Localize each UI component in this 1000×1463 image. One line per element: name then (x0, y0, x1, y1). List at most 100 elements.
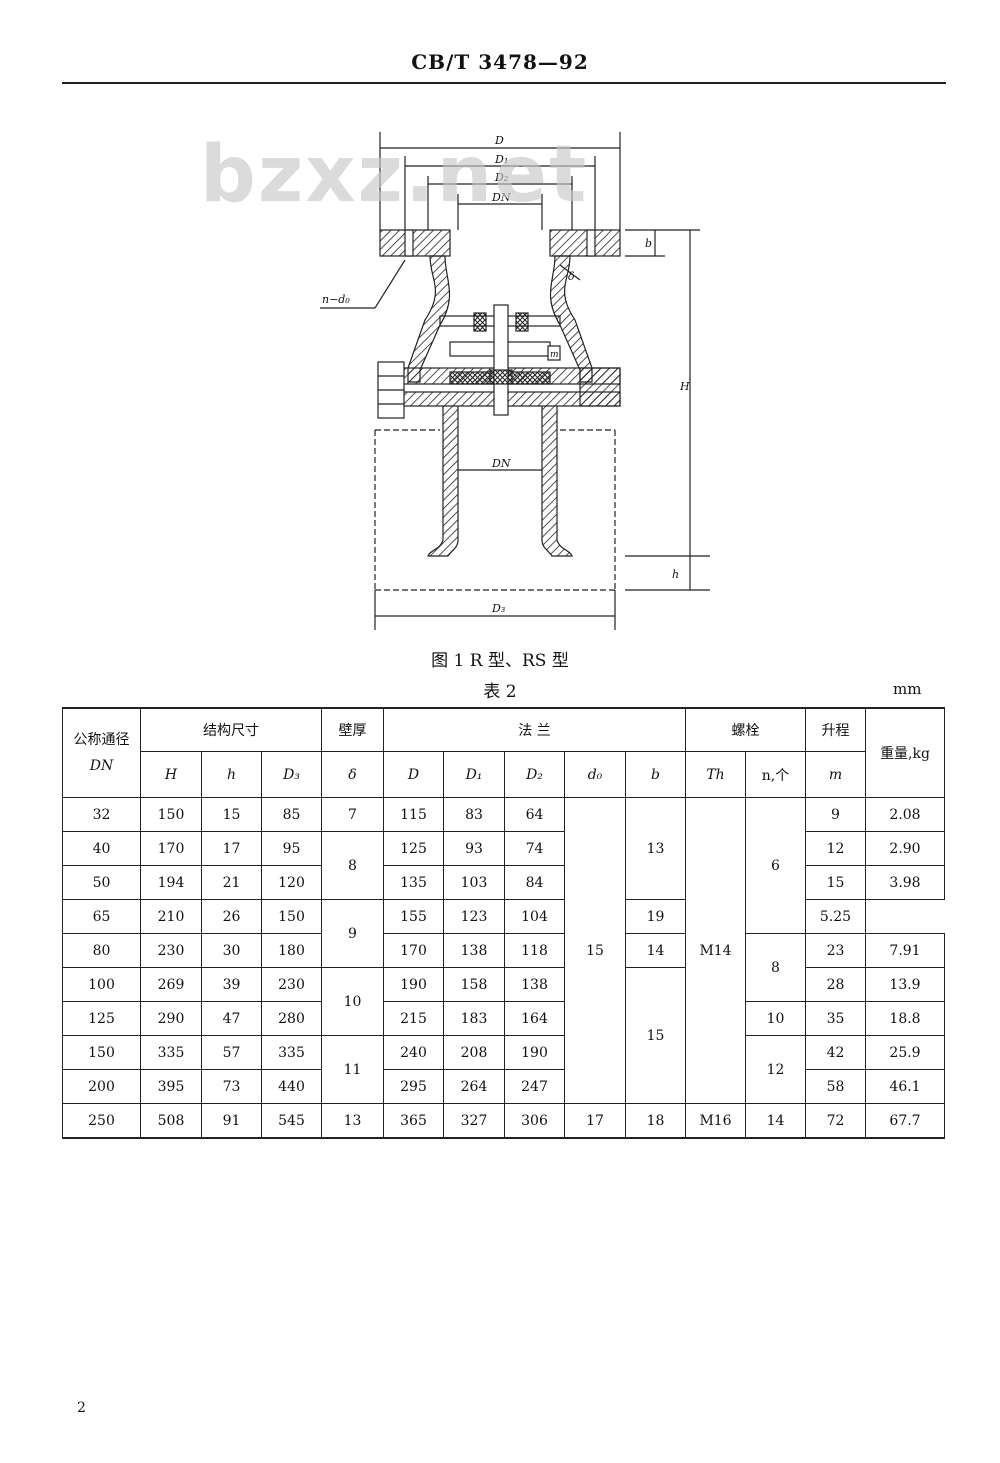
cell-D: 170 (383, 933, 444, 968)
cell-weight: 2.08 (865, 797, 946, 832)
cell-dn: 40 (62, 831, 141, 866)
cell-weight: 67.7 (865, 1103, 946, 1139)
cell-n: 12 (745, 1035, 807, 1104)
cell-m: 9 (805, 797, 867, 832)
cell-dn: 100 (62, 967, 141, 1002)
cell-b: 13 (624, 797, 687, 900)
cell-D2: 64 (504, 797, 565, 832)
cell-h: 30 (201, 933, 262, 968)
header-n: n,个 (745, 751, 807, 798)
spec-table: 公称通径 DN 结构尺寸 壁厚 法 兰 螺栓 升程 重量,kg H h D₃ δ… (62, 707, 946, 1139)
cell-D: 155 (383, 899, 444, 934)
cell-m: 12 (805, 831, 867, 866)
header-H: H (140, 751, 202, 798)
cell-D1: 83 (443, 797, 505, 832)
cell-D1: 264 (443, 1069, 505, 1104)
cell-D2: 247 (504, 1069, 565, 1104)
cell-weight: 2.90 (865, 831, 946, 866)
table-row: 100 269 39 230 10 190 158 138 15 28 13.9 (62, 967, 946, 1104)
cell-h: 91 (201, 1103, 262, 1139)
cell-delta: 8 (321, 831, 384, 900)
cell-D2: 104 (504, 899, 565, 934)
cell-D1: 123 (443, 899, 505, 934)
page-number: 2 (77, 1400, 86, 1416)
cell-dn: 250 (62, 1103, 141, 1139)
cell-dn: 150 (62, 1035, 141, 1070)
cell-dn: 32 (62, 797, 141, 832)
cell-H: 335 (140, 1035, 202, 1070)
figure-caption: 图 1 R 型、RS 型 (431, 651, 569, 671)
cell-D: 295 (383, 1069, 444, 1104)
label-D3: D₃ (491, 602, 505, 615)
cell-n: 10 (745, 1001, 807, 1036)
label-n-d0: n−d₀ (322, 293, 350, 306)
cell-m: 58 (805, 1069, 867, 1104)
cell-Th: M14 (685, 797, 747, 1104)
valve-drawing: D D₁ D₂ DN DN b H h D₃ n−d₀ δ m (320, 132, 710, 630)
header-D: D (383, 751, 444, 798)
cell-D2: 190 (504, 1035, 565, 1070)
table-row: 200 395 73 440 295 264 247 58 46.1 (62, 1069, 946, 1104)
cell-m: 42 (805, 1035, 867, 1070)
watermark: bzxz.net (200, 130, 589, 220)
cell-m: 15 (805, 865, 867, 900)
cell-dn: 200 (62, 1069, 141, 1104)
label-DN-bottom: DN (491, 457, 511, 470)
label-m: m (550, 350, 559, 360)
header-structure: 结构尺寸 (140, 707, 322, 752)
cell-m: 28 (805, 967, 867, 1002)
header-bolt: 螺栓 (685, 707, 807, 752)
cell-h: 73 (201, 1069, 262, 1104)
header-Th: Th (685, 751, 747, 798)
header-d0: d₀ (564, 751, 626, 798)
cell-D: 215 (383, 1001, 444, 1036)
unit-label: mm (893, 680, 922, 698)
cell-H: 269 (140, 967, 202, 1002)
header-h: h (201, 751, 262, 798)
cell-H: 194 (140, 865, 202, 900)
cell-m: 19 (624, 899, 687, 934)
cell-weight: 46.1 (865, 1069, 946, 1104)
header-dn-line2: DN (89, 758, 114, 774)
cell-h: 15 (201, 797, 262, 832)
label-h: h (672, 568, 679, 581)
cell-delta: 13 (321, 1103, 384, 1139)
header-wall: 壁厚 (321, 707, 384, 752)
cell-h: 47 (201, 1001, 262, 1036)
cell-D2: 118 (504, 933, 565, 968)
cell-b: 18 (624, 1103, 687, 1139)
cell-D2: 74 (504, 831, 565, 866)
cell-D2: 84 (504, 865, 565, 900)
cell-D: 365 (383, 1103, 444, 1139)
cell-D3: 440 (261, 1069, 322, 1104)
cell-weight: 13.9 (865, 967, 946, 1002)
cell-D3: 230 (261, 967, 322, 1002)
table-row: 150 335 57 335 11 240 208 190 12 42 25.9 (62, 1035, 946, 1104)
header-D3: D₃ (261, 751, 322, 798)
cell-n: 14 (745, 1103, 807, 1139)
label-D2: D₂ (494, 171, 508, 184)
cell-n: 8 (745, 933, 807, 1002)
cell-D: 135 (383, 865, 444, 900)
cell-d0: 17 (564, 1103, 626, 1139)
cell-h: 39 (201, 967, 262, 1002)
table-row: 250 508 91 545 13 365 327 306 17 18 M16 … (62, 1103, 946, 1139)
label-b: b (645, 237, 652, 250)
cell-H: 508 (140, 1103, 202, 1139)
cell-D1: 103 (443, 865, 505, 900)
cell-D3: 280 (261, 1001, 322, 1036)
cell-h: 26 (201, 899, 262, 934)
table-row: 40 170 17 95 8 125 93 74 12 2.90 (62, 831, 946, 900)
header-D2: D₂ (504, 751, 565, 798)
cell-d0: 15 (564, 797, 626, 1104)
header-weight: 重量,kg (865, 707, 946, 798)
cell-weight: 18.8 (865, 1001, 946, 1036)
standard-code: CB/T 3478—92 (411, 50, 589, 74)
header-rule (62, 82, 946, 84)
cell-h: 17 (201, 831, 262, 866)
cell-D3: 120 (261, 865, 322, 900)
table-row: 32 150 15 85 7 115 83 64 15 13 M14 6 9 2… (62, 797, 946, 1104)
cell-H: 395 (140, 1069, 202, 1104)
cell-D1: 208 (443, 1035, 505, 1070)
cell-H: 210 (140, 899, 202, 934)
